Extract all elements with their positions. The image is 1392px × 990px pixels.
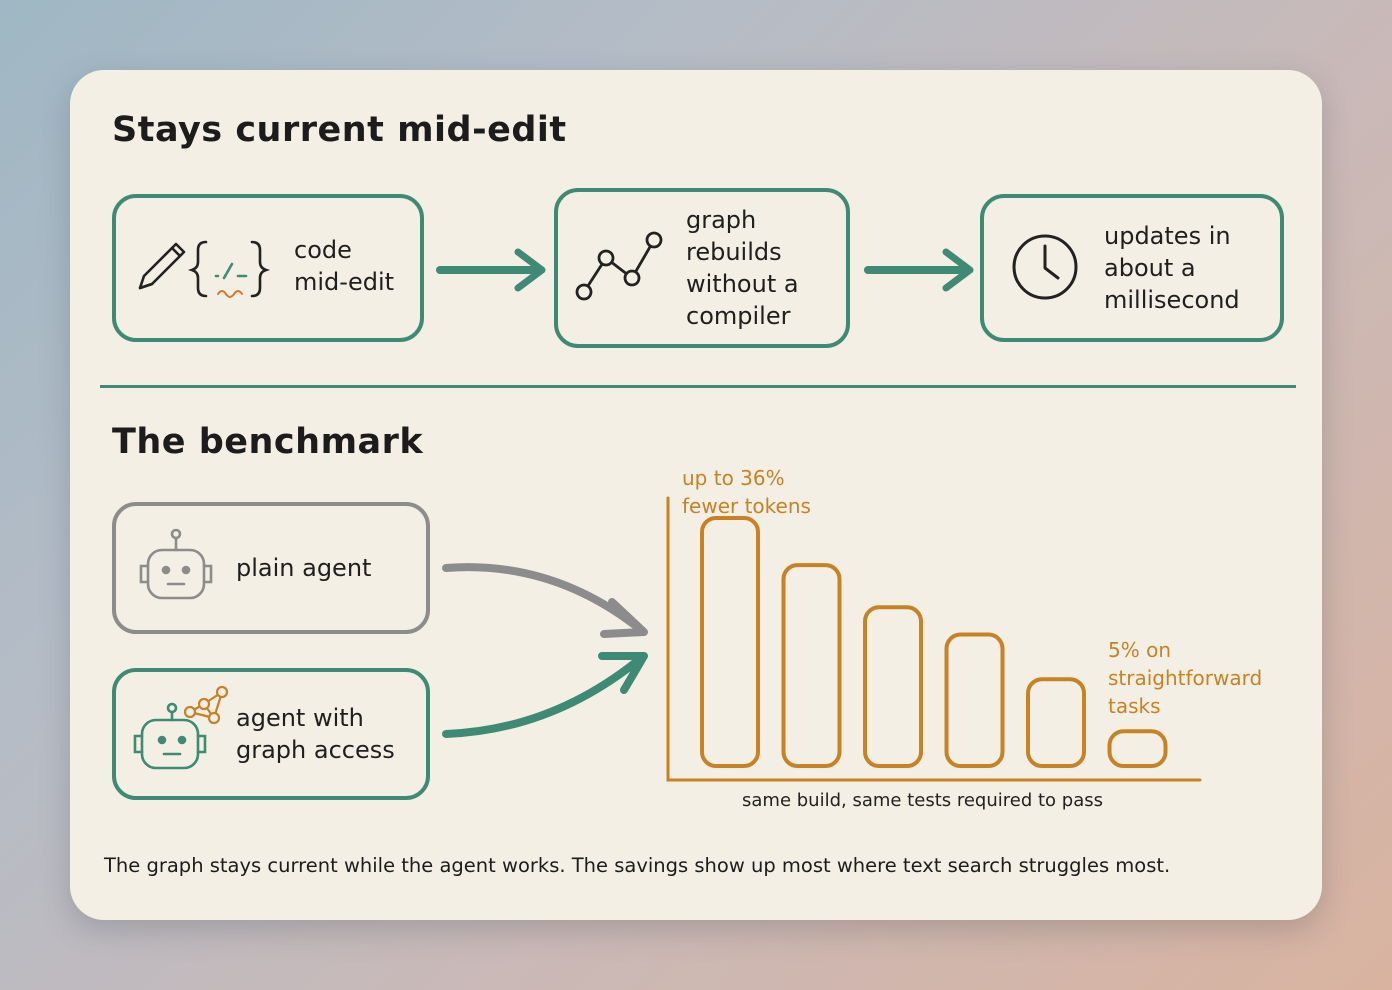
robot-icon xyxy=(139,528,213,600)
footer-caption: The graph stays current while the agent … xyxy=(104,854,1171,877)
step1-line-2: mid-edit xyxy=(294,268,395,296)
step1-text: code mid-edit xyxy=(294,234,394,298)
annotation-bottom-line-3: tasks xyxy=(1108,694,1161,718)
arrow-step2-to-step3 xyxy=(864,248,974,292)
step3-line-1: updates in xyxy=(1104,222,1231,250)
step3-line-3: millisecond xyxy=(1104,286,1240,314)
annotation-bottom-line-1: 5% on xyxy=(1108,638,1171,662)
plain-agent-label: plain agent xyxy=(236,554,372,582)
clock-icon xyxy=(1012,234,1078,300)
chart-x-label: same build, same tests required to pass xyxy=(742,790,1103,811)
chart-bar-6 xyxy=(1107,729,1168,768)
step2-line-1: graph xyxy=(686,206,757,234)
step2-line-2: rebuilds xyxy=(686,238,782,266)
robot-graph-icon xyxy=(133,685,229,770)
step3-text: updates in about a millisecond xyxy=(1104,220,1240,316)
step2-line-3: without a xyxy=(686,270,799,298)
graph-agent-box xyxy=(112,668,430,800)
step2-text: graph rebuilds without a compiler xyxy=(686,204,799,332)
chart-bar-1 xyxy=(700,516,760,768)
graph-agent-text: agent with graph access xyxy=(236,702,395,766)
code-braces-icon xyxy=(187,240,271,298)
graph-agent-line-2: graph access xyxy=(236,736,395,764)
graph-nodes-icon xyxy=(575,231,663,301)
pencil-code-icon-group xyxy=(138,240,271,298)
step-box-graph-rebuilds xyxy=(554,188,850,348)
chart-annotation-top: up to 36% fewer tokens xyxy=(682,464,811,520)
graph-agent-line-1: agent with xyxy=(236,704,364,732)
step2-line-4: compiler xyxy=(686,302,791,330)
step3-line-2: about a xyxy=(1104,254,1196,282)
annotation-top-line-1: up to 36% xyxy=(682,466,785,490)
converging-arrows xyxy=(442,563,648,738)
pencil-icon xyxy=(138,242,186,290)
token-savings-bar-chart xyxy=(666,496,1202,782)
chart-bar-2 xyxy=(781,563,842,769)
chart-bar-3 xyxy=(863,605,923,768)
chart-bar-5 xyxy=(1026,677,1086,768)
annotation-top-line-2: fewer tokens xyxy=(682,494,811,518)
chart-bar-4 xyxy=(944,632,1005,768)
chart-axis xyxy=(666,496,1202,782)
section-title-benchmark: The benchmark xyxy=(112,422,424,462)
gray-arrow xyxy=(442,563,648,638)
card: Stays current mid-edit code mid-edit xyxy=(70,70,1322,920)
section-divider xyxy=(100,385,1296,388)
annotation-bottom-line-2: straightforward xyxy=(1108,666,1263,690)
step1-line-1: code xyxy=(294,236,352,264)
arrow-step1-to-step2 xyxy=(436,248,546,292)
chart-annotation-bottom: 5% on straightforward tasks xyxy=(1108,636,1262,720)
step-box-code-mid-edit xyxy=(112,194,424,342)
step-box-updates-millisecond xyxy=(980,194,1284,342)
teal-arrow xyxy=(442,652,648,738)
section-title-mid-edit: Stays current mid-edit xyxy=(112,110,567,150)
